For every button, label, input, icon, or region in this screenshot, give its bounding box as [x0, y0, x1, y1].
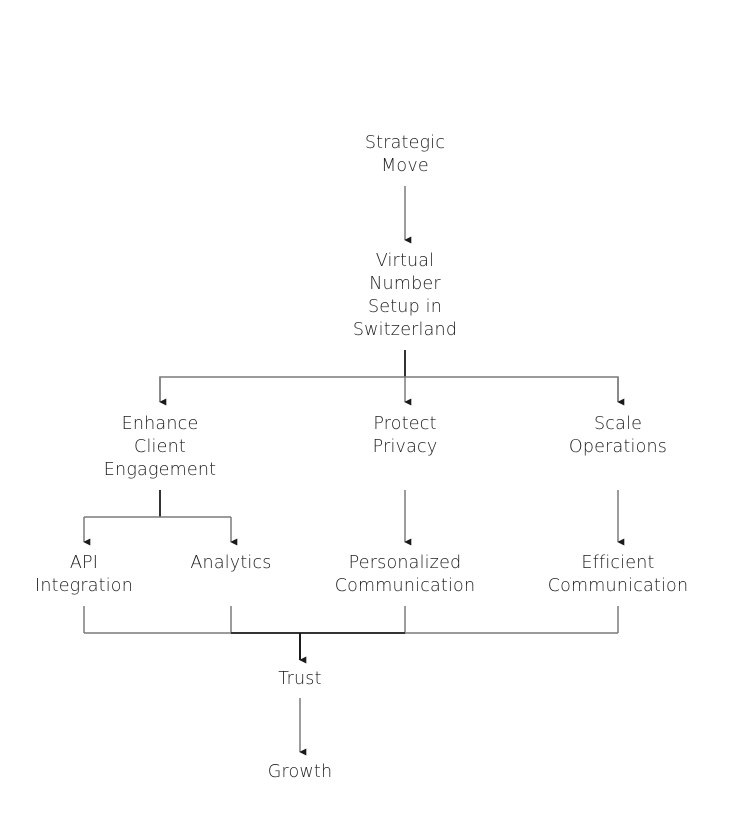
node-label-line: Setup in [367, 297, 443, 317]
node-label-line: Protect [373, 414, 437, 434]
node-label-line: Efficient [581, 553, 655, 573]
node-personalized-communication: Personalized Communication [335, 552, 476, 598]
edge-virtual-split-bar [159, 376, 619, 402]
node-label-line: Communication [547, 576, 689, 596]
node-strategic-move: Strategic Move [365, 132, 445, 178]
node-label-line: Operations [568, 437, 668, 457]
node-scale-operations: Scale Operations [569, 413, 667, 459]
node-label-line: Move [381, 156, 429, 176]
node-label-line: Virtual [375, 251, 435, 271]
node-label-line: Scale [593, 414, 643, 434]
node-label-line: Strategic [364, 133, 446, 153]
node-label-line: Personalized [348, 553, 462, 573]
node-protect-privacy: Protect Privacy [373, 413, 438, 459]
node-label-line: Growth [267, 762, 333, 782]
node-label-line: API [69, 553, 99, 573]
node-efficient-communication: Efficient Communication [548, 552, 689, 598]
node-label-line: Trust [278, 669, 322, 689]
node-growth: Growth [268, 761, 333, 784]
node-enhance-client-engagement: Enhance Client Engagement [104, 413, 216, 482]
node-label-line: Privacy [372, 437, 438, 457]
node-label-line: Number [369, 274, 441, 294]
node-label-line: Client [134, 437, 186, 457]
node-label-line: Communication [334, 576, 476, 596]
node-label-line: Switzerland [352, 320, 458, 340]
node-label-line: Enhance [121, 414, 199, 434]
node-label-line: Engagement [103, 460, 217, 480]
node-api-integration: API Integration [35, 552, 133, 598]
node-label-line: Analytics [190, 553, 272, 573]
node-label-line: Integration [34, 576, 134, 596]
node-trust: Trust [278, 668, 321, 691]
node-analytics: Analytics [190, 552, 271, 575]
node-virtual-number-setup: Virtual Number Setup in Switzerland [353, 250, 457, 342]
